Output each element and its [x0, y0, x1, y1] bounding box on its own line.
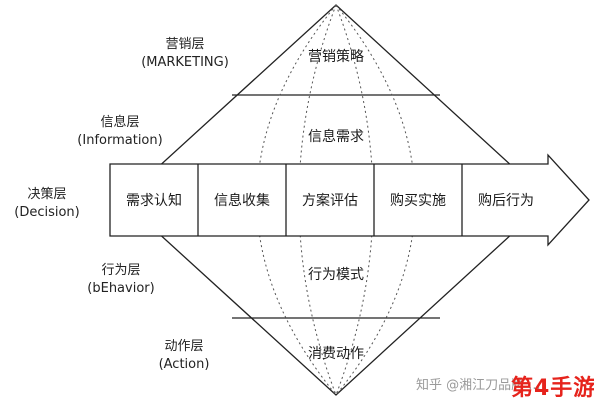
step-cell: 信息收集	[214, 193, 270, 209]
band-text-information: 信息需求	[308, 129, 364, 145]
layer-label-en: (Information)	[77, 133, 163, 148]
layer-label-en: (Action)	[158, 357, 210, 372]
dotted-guide-left-inner	[298, 4, 337, 396]
layer-label-cn: 动作层	[164, 339, 204, 354]
site-logo: 第4手游	[511, 376, 594, 401]
diamond-outline	[121, 4, 550, 396]
layer-label-cn: 行为层	[101, 263, 141, 278]
layer-label-cn: 决策层	[27, 187, 67, 202]
step-cell: 购后行为	[478, 193, 534, 209]
layer-label-cn: 信息层	[100, 115, 140, 130]
band-text-marketing: 营销策略	[308, 49, 364, 65]
layer-label-cn: 营销层	[165, 37, 205, 52]
layer-label-en: (MARKETING)	[141, 55, 229, 70]
layer-label-en: (bEhavior)	[87, 281, 155, 296]
layer-label-action: 动作层 (Action)	[84, 338, 284, 374]
step-cell: 购买实施	[390, 193, 446, 209]
dotted-guide-right-inner	[335, 4, 374, 396]
layer-label-behavior: 行为层 (bEhavior)	[21, 262, 221, 298]
layer-label-decision: 决策层 (Decision)	[0, 186, 147, 222]
band-text-action: 消费动作	[308, 346, 364, 362]
band-text-behavior: 行为模式	[308, 267, 364, 283]
watermark-text: 知乎 @湘江刀品牌 ...	[416, 378, 541, 393]
layer-label-marketing: 营销层 (MARKETING)	[85, 36, 285, 72]
decision-arrow	[109, 153, 590, 247]
step-cell: 需求认知	[126, 193, 182, 209]
layer-label-en: (Decision)	[14, 205, 80, 220]
layer-label-information: 信息层 (Information)	[20, 114, 220, 150]
step-cell: 方案评估	[302, 193, 358, 209]
